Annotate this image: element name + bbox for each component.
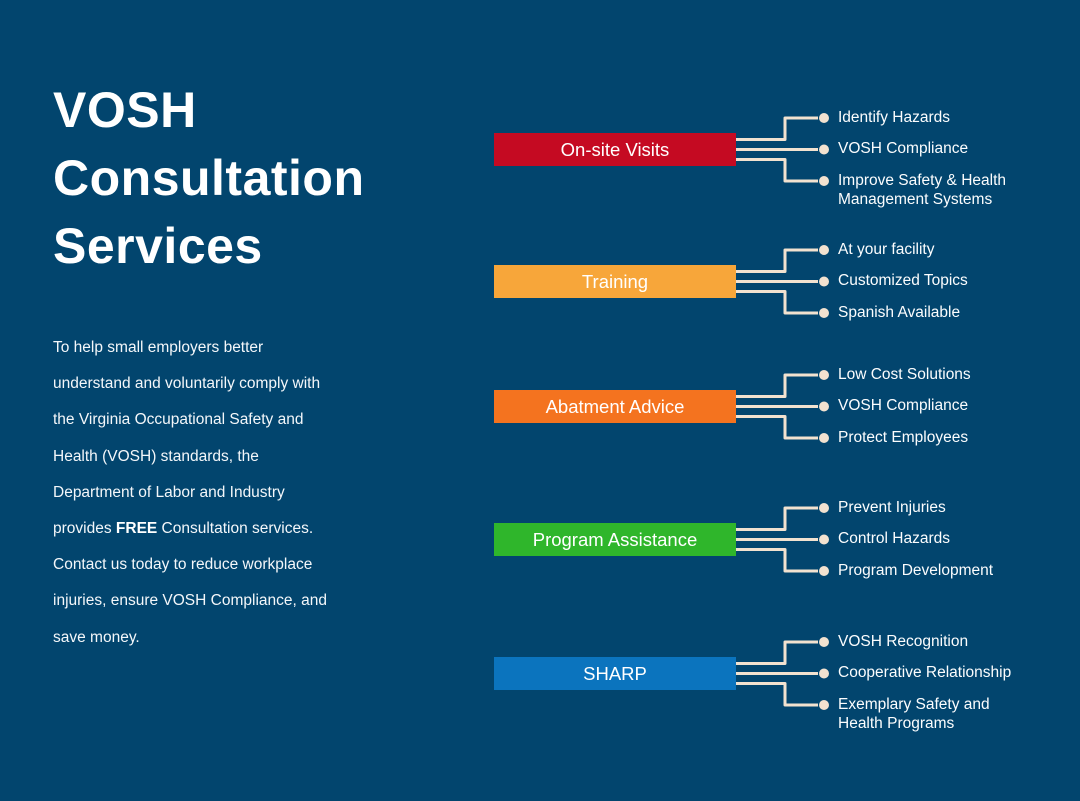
service-group-abatment-advice: Abatment Advice Low Cost Solutions VOSH …: [494, 366, 1034, 467]
bullet-dot-icon: [819, 276, 829, 287]
service-bar-sharp: SHARP: [494, 657, 736, 690]
bullet-dot-icon: [819, 401, 829, 412]
bullet-item: VOSH Recognition: [838, 633, 969, 650]
bullet-dot-icon: [819, 113, 829, 123]
intro-text-free: FREE: [115, 520, 158, 538]
bullet-item: Program Development: [838, 562, 994, 579]
bullet-dot-icon: [819, 503, 829, 513]
bullet-dot-icon: [819, 566, 829, 576]
bullet-item: Spanish Available: [838, 304, 961, 321]
bullet-dot-icon: [819, 370, 829, 380]
service-bar-abatment-advice: Abatment Advice: [494, 390, 736, 423]
bullet-dot-icon: [819, 700, 829, 710]
service-group-onsite-visits: On-site Visits Identify Hazards VOSH Com…: [494, 109, 1034, 210]
service-bar-label: Program Assistance: [532, 528, 698, 550]
bullet-item: Improve Safety & Health Management Syste…: [838, 172, 1006, 208]
connector-lines: [736, 113, 829, 186]
bullet-dot-icon: [819, 668, 829, 679]
bullet-dot-icon: [819, 534, 829, 545]
service-bar-program-assistance: Program Assistance: [494, 523, 736, 556]
page-title: VOSH Consultation Services: [53, 82, 365, 274]
bullet-item: Control Hazards: [838, 530, 950, 547]
bullet-item: At your facility: [838, 241, 935, 258]
bullet-item: Identify Hazards: [838, 109, 950, 126]
bullet-item: Customized Topics: [838, 272, 968, 289]
service-bar-label: Training: [581, 270, 649, 292]
bullet-dot-icon: [819, 308, 829, 318]
bullet-item: Prevent Injuries: [838, 499, 946, 516]
bullet-item: VOSH Compliance: [838, 397, 969, 414]
bullet-item: Low Cost Solutions: [838, 366, 971, 383]
connector-lines: [736, 370, 829, 443]
service-group-training: Training At your facility Customized Top…: [494, 241, 1034, 342]
service-bar-training: Training: [494, 265, 736, 298]
bullet-dot-icon: [819, 245, 829, 255]
bullet-item: Protect Employees: [838, 429, 969, 446]
bullet-dot-icon: [819, 144, 829, 155]
service-bar-label: On-site Visits: [560, 138, 670, 160]
bullet-item: VOSH Compliance: [838, 140, 969, 157]
bullet-dot-icon: [819, 433, 829, 443]
bullet-item: Exemplary Safety and Health Programs: [838, 696, 990, 732]
bullet-dot-icon: [819, 176, 829, 186]
intro-text-after: Consultation services. Contact us today …: [53, 520, 327, 646]
bullet-dot-icon: [819, 637, 829, 647]
service-group-program-assistance: Program Assistance Prevent Injuries Cont…: [494, 499, 1034, 600]
connector-lines: [736, 637, 829, 710]
intro-text-before: To help small employers better understan…: [53, 339, 321, 538]
intro-paragraph: To help small employers better understan…: [53, 330, 383, 656]
bullet-item: Cooperative Relationship: [838, 664, 1012, 681]
service-bar-label: Abatment Advice: [545, 395, 685, 417]
connector-lines: [736, 503, 829, 576]
service-bar-onsite-visits: On-site Visits: [494, 133, 736, 166]
service-bar-label: SHARP: [583, 662, 647, 684]
service-group-sharp: SHARP VOSH Recognition Cooperative Relat…: [494, 633, 1034, 734]
connector-lines: [736, 245, 829, 318]
